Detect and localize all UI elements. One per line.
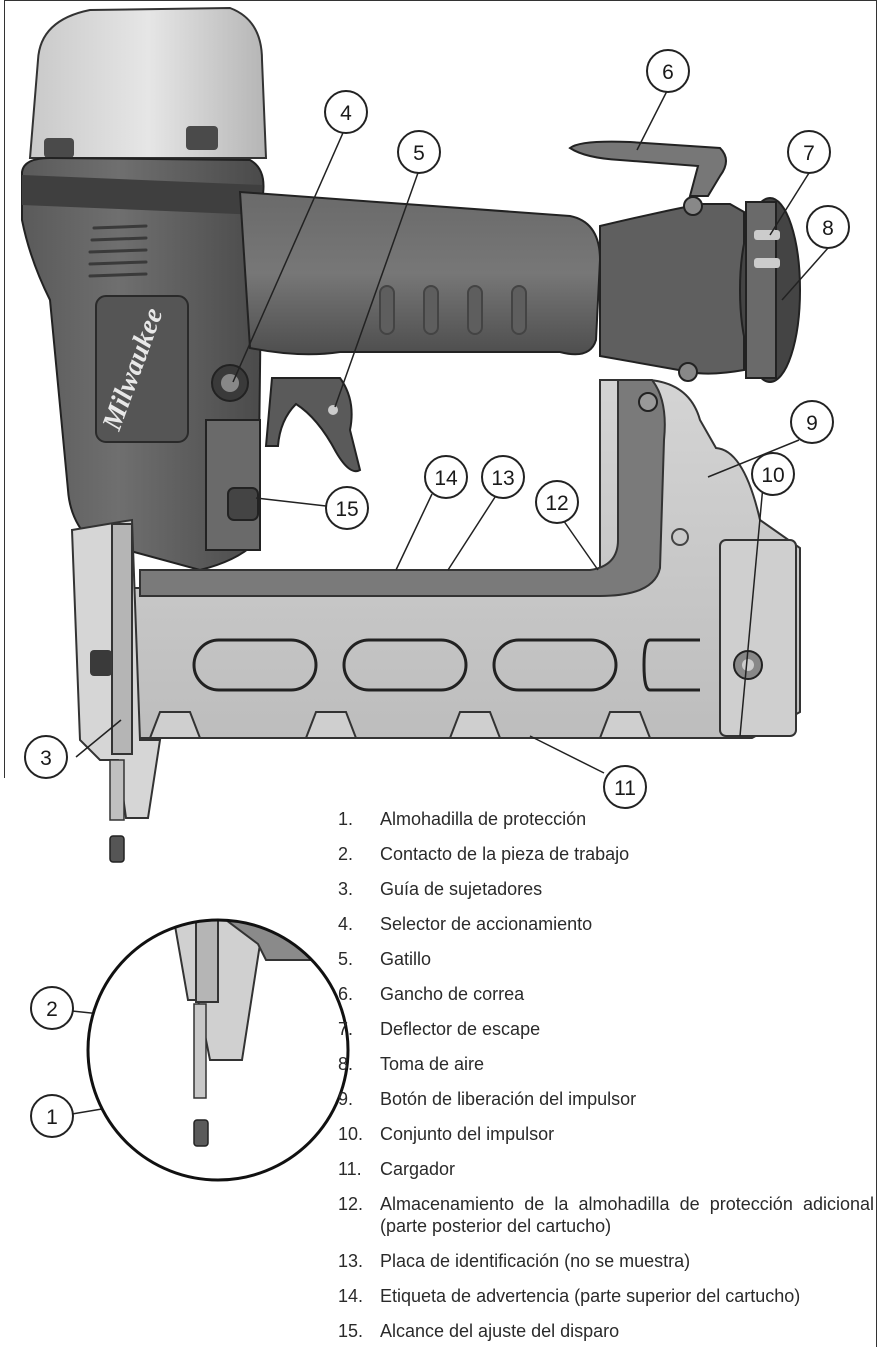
frame-top-border: [4, 0, 877, 1]
callout-3: 3: [24, 735, 68, 779]
list-item: 14.Etiqueta de advertencia (parte superi…: [338, 1286, 801, 1306]
tool-handle: [238, 190, 745, 375]
frame-left-border: [4, 0, 5, 778]
callouts: 1 2 3 4 5 6 7 8: [24, 49, 850, 1138]
list-item: 12.Almacenamiento de la almohadilla de p…: [338, 1194, 874, 1236]
list-item: 7.Deflector de escape: [338, 1019, 541, 1039]
svg-text:10: 10: [761, 464, 784, 487]
list-item: 9.Botón de liberación del impulsor: [338, 1089, 637, 1109]
svg-text:1: 1: [46, 1106, 58, 1129]
callout-9: 9: [790, 400, 834, 444]
callout-11: 11: [603, 765, 647, 809]
svg-text:2: 2: [46, 998, 58, 1021]
svg-text:9: 9: [806, 412, 818, 435]
callout-13: 13: [481, 455, 525, 499]
svg-text:4: 4: [340, 102, 352, 125]
air-inlet-assembly: [678, 196, 801, 383]
svg-text:3: 3: [40, 747, 52, 770]
callout-4: 4: [324, 90, 368, 134]
list-item: 4.Selector de accionamiento: [338, 914, 593, 934]
svg-text:12: 12: [545, 492, 568, 515]
callout-10: 10: [751, 452, 795, 496]
list-item: 2.Contacto de la pieza de trabajo: [338, 844, 630, 864]
list-item: 10.Conjunto del impulsor: [338, 1124, 555, 1144]
list-item: 15.Alcance del ajuste del disparo: [338, 1321, 620, 1341]
callout-12: 12: [535, 480, 579, 524]
parts-list: 1.Almohadilla de protección 2.Contacto d…: [338, 808, 874, 1355]
svg-text:14: 14: [434, 467, 458, 490]
list-item: 11.Cargador: [338, 1159, 456, 1179]
callout-7: 7: [787, 130, 831, 174]
callout-8: 8: [806, 205, 850, 249]
svg-text:15: 15: [335, 498, 358, 521]
list-item: 8.Toma de aire: [338, 1054, 485, 1074]
callout-2: 2: [30, 986, 74, 1030]
list-item: 6.Gancho de correa: [338, 984, 525, 1004]
callout-6: 6: [646, 49, 690, 93]
svg-text:8: 8: [822, 217, 834, 240]
svg-text:13: 13: [491, 467, 514, 490]
frame-right-border: [876, 0, 877, 1347]
list-item: 3.Guía de sujetadores: [338, 879, 543, 899]
list-item: 1.Almohadilla de protección: [338, 809, 587, 829]
callout-15: 15: [325, 486, 369, 530]
inset-magnifier: [86, 918, 350, 1182]
svg-text:6: 6: [662, 61, 674, 84]
callout-5: 5: [397, 130, 441, 174]
list-item: 13.Placa de identificación (no se muestr…: [338, 1251, 691, 1271]
svg-text:7: 7: [803, 142, 815, 165]
svg-text:5: 5: [413, 142, 425, 165]
fastener-guide: [70, 518, 162, 863]
tool-head-body: Milwaukee: [21, 156, 265, 572]
callout-14: 14: [424, 455, 468, 499]
list-item: 5.Gatillo: [338, 949, 432, 969]
belt-hook: [568, 140, 727, 197]
tool-cap: [28, 6, 268, 159]
callout-1: 1: [30, 1094, 74, 1138]
magazine: [129, 379, 801, 739]
svg-text:11: 11: [614, 777, 636, 800]
